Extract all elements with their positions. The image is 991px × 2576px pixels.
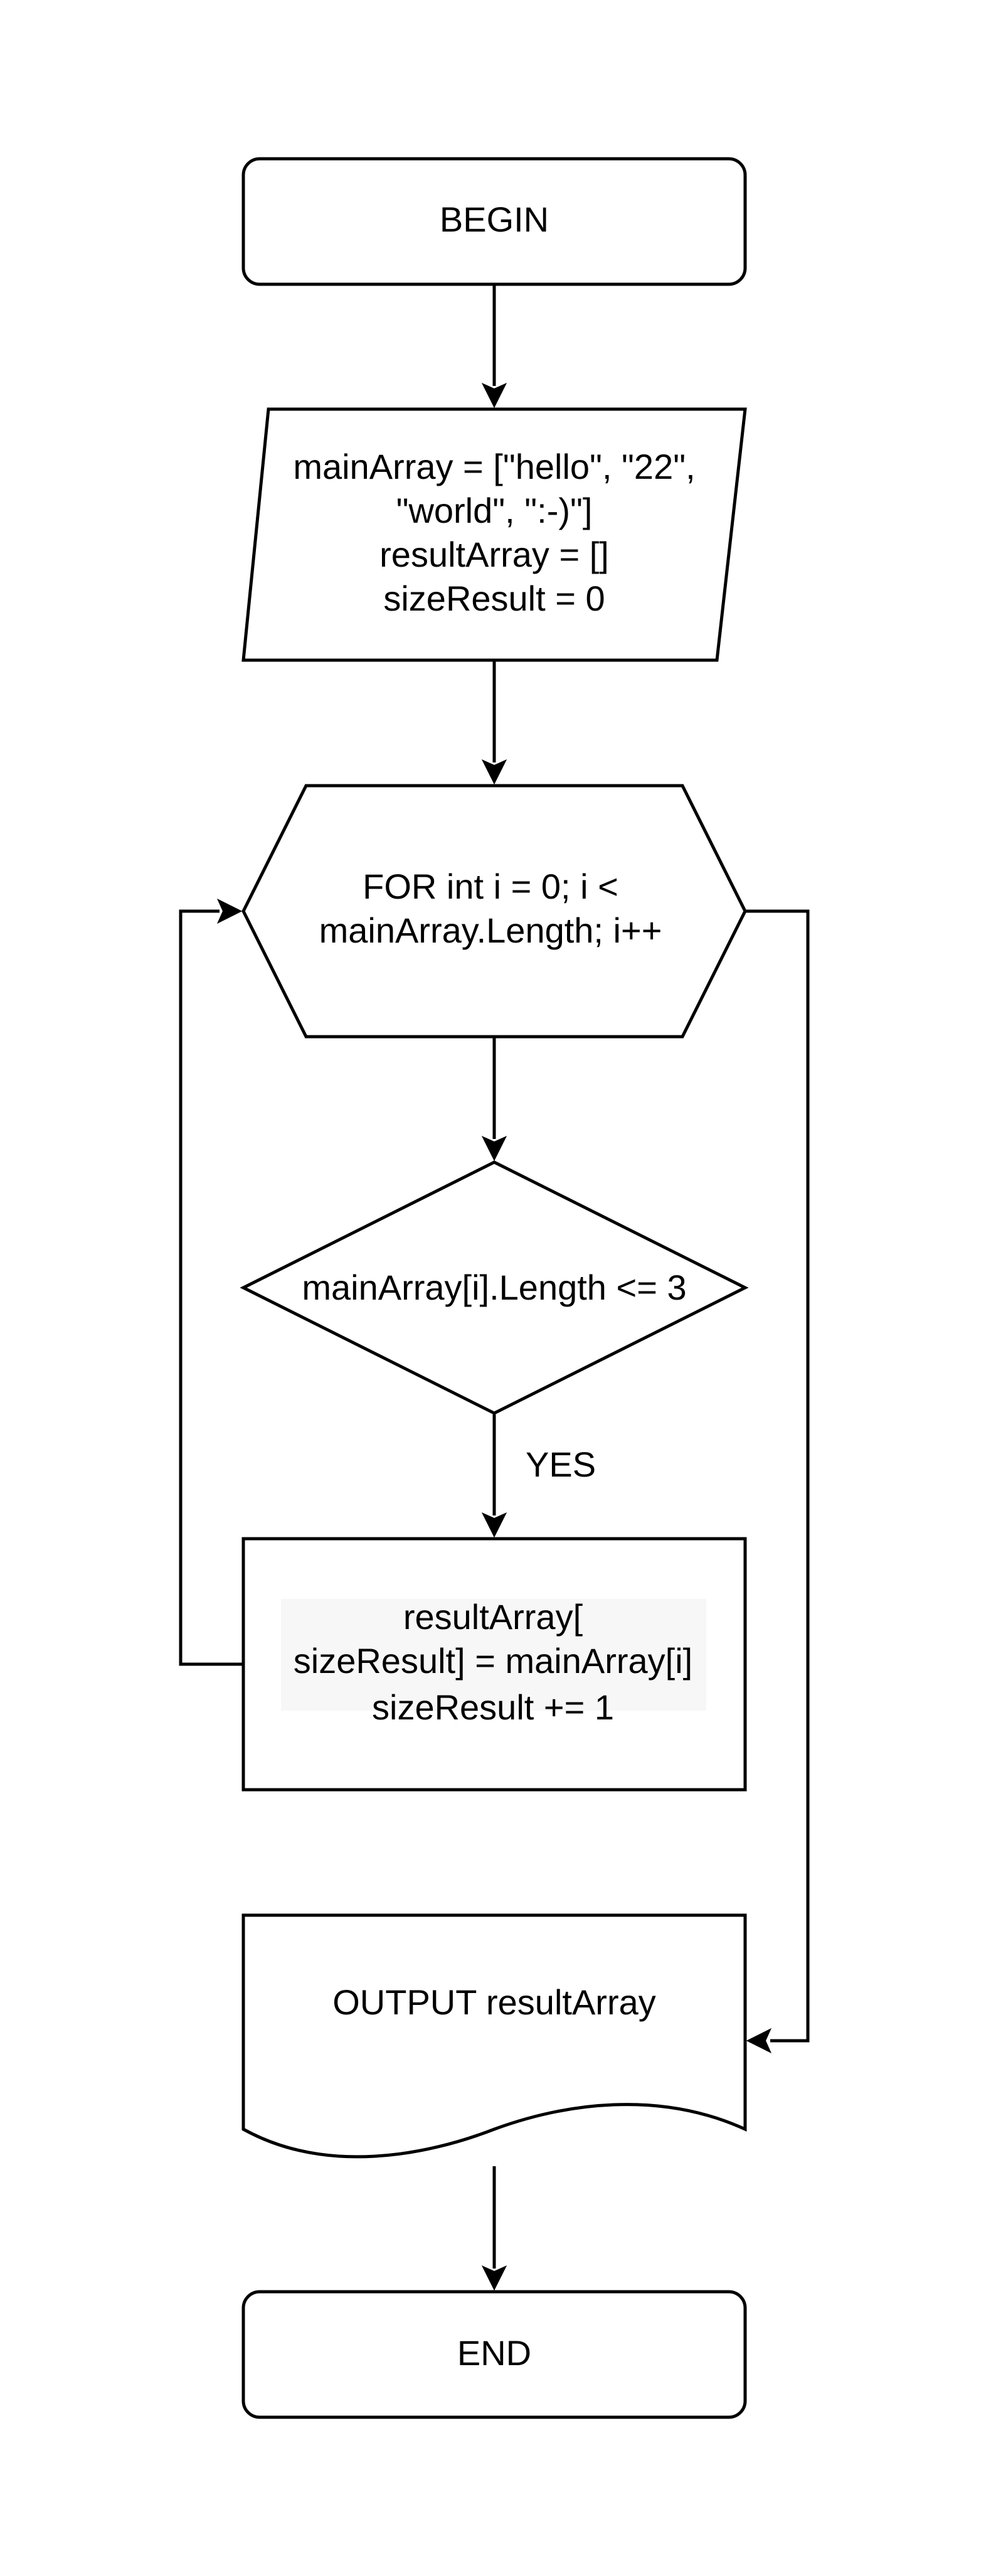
process-line-1: resultArray[: [403, 1597, 583, 1637]
condition-label: mainArray[i].Length <= 3: [302, 1268, 686, 1307]
process-text-highlight: [281, 1599, 706, 1711]
process-node: resultArray[ sizeResult] = mainArray[i] …: [241, 1537, 747, 1792]
loop-line-2: mainArray.Length; i++: [319, 911, 662, 950]
end-node: END: [241, 2290, 747, 2419]
end-label: END: [457, 2333, 531, 2373]
begin-node: BEGIN: [241, 157, 747, 286]
loop-line-1: FOR int i = 0; i <: [363, 867, 618, 906]
arrow-init-to-loop: [481, 661, 507, 785]
output-node: OUTPUT resultArray: [241, 1913, 747, 2159]
loop-node: FOR int i = 0; i < mainArray.Length; i++: [241, 784, 747, 1039]
process-line-3: sizeResult += 1: [372, 1687, 614, 1727]
arrow-begin-to-init: [481, 286, 507, 409]
init-line-2: "world", ":-)"]: [396, 491, 593, 530]
init-line-1: mainArray = ["hello", "22",: [293, 447, 695, 486]
arrow-loop-to-condition: [481, 1038, 507, 1162]
init-line-3: resultArray = []: [379, 535, 609, 574]
init-line-4: sizeResult = 0: [383, 579, 605, 618]
yes-label: YES: [526, 1445, 596, 1484]
arrow-loop-exit-to-output: [745, 909, 810, 2054]
begin-label: BEGIN: [440, 200, 549, 239]
arrow-condition-to-process: [481, 1414, 507, 1538]
arrow-process-back-to-loop: [179, 898, 243, 1666]
process-line-2: sizeResult] = mainArray[i]: [294, 1641, 692, 1681]
output-label: OUTPUT resultArray: [332, 1982, 655, 2022]
init-node: mainArray = ["hello", "22", "world", ":-…: [241, 407, 747, 662]
condition-node: mainArray[i].Length <= 3: [240, 1160, 749, 1415]
arrow-output-to-end: [481, 2166, 507, 2291]
